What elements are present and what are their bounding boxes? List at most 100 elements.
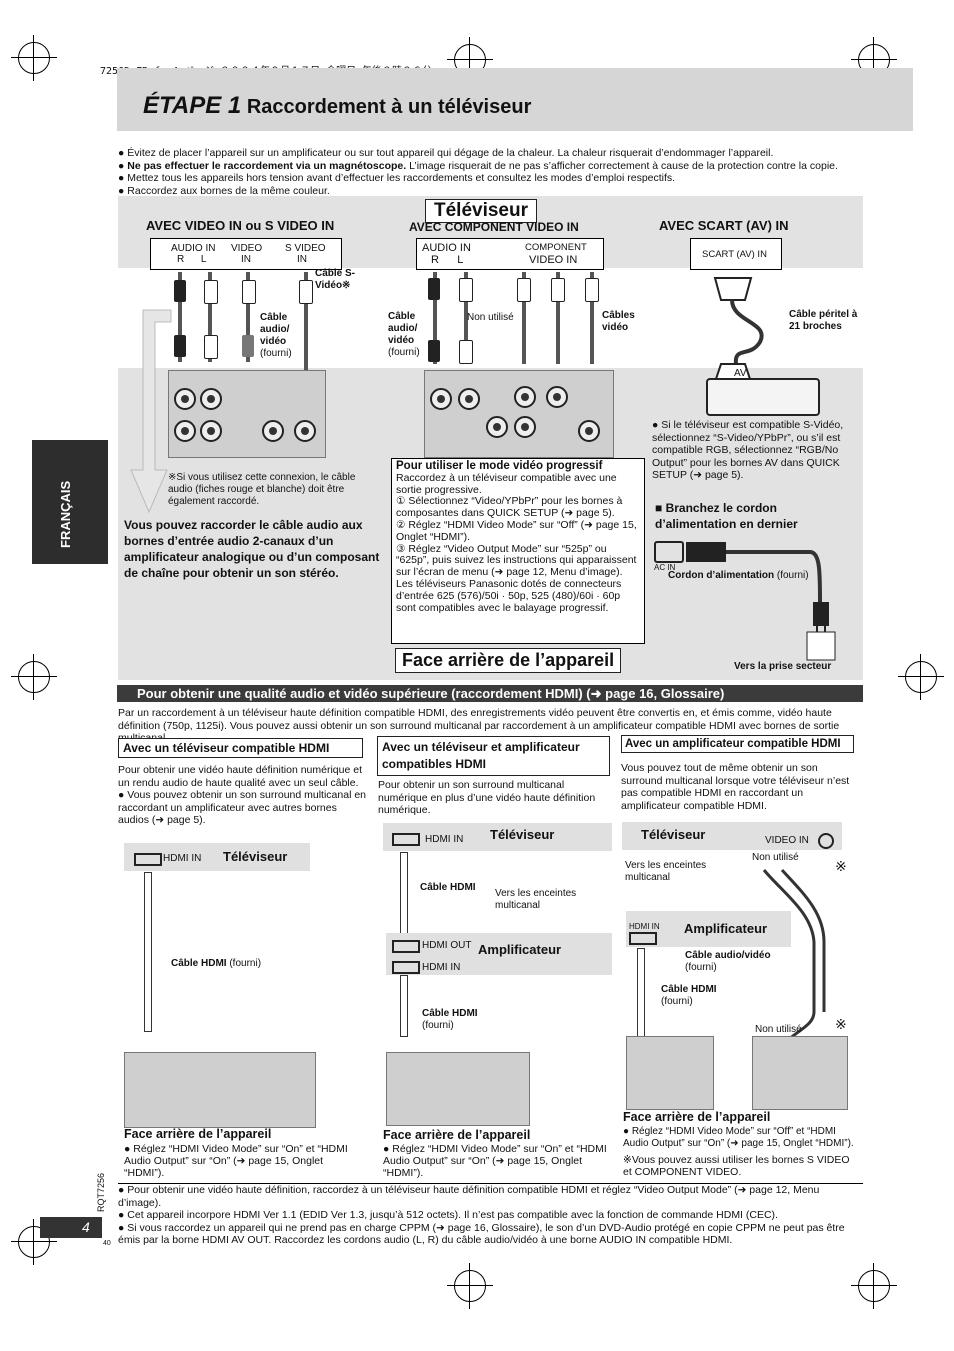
rear-panel-hdmi-2 — [386, 1052, 530, 1126]
cable-audio-white — [208, 272, 212, 362]
speakers-label: Vers les enceintes multicanal — [625, 860, 707, 883]
amp-label: Amplificateur — [684, 921, 768, 936]
hdmi-cable-label: Câble HDMI (fourni) — [171, 958, 262, 969]
hdmi-port-icon — [134, 853, 162, 866]
av-cable-label-2: Câble audio/ vidéo(fourni) — [388, 311, 420, 358]
hdmi-col2-title: Avec un téléviseur et amplificateur comp… — [377, 736, 610, 776]
cable-component-pr — [590, 272, 594, 364]
rear-note: ● Réglez “HDMI Video Mode” sur “On” et “… — [124, 1143, 348, 1179]
plug — [459, 340, 473, 364]
power-cord-label: Cordon d’alimentation (fourni) — [668, 570, 809, 581]
progressive-box: Pour utiliser le mode vidéo progressif R… — [391, 458, 645, 644]
scart-note: ● Si le téléviseur est compatible S-Vidé… — [652, 419, 844, 481]
col3-title: AVEC SCART (AV) IN — [659, 218, 789, 233]
cable-component-y — [522, 272, 526, 364]
hdmi-out-label: HDMI OUT — [422, 940, 472, 951]
hdmi-col3-tv-box — [622, 822, 842, 850]
col2-title: AVEC COMPONENT VIDEO IN — [409, 220, 579, 234]
stereo-note: Vous pouvez raccorder le câble audio aux… — [124, 518, 380, 580]
outlet-label: Vers la prise secteur — [734, 661, 832, 672]
hdmi-cable — [400, 852, 408, 938]
progressive-step: ② Réglez “HDMI Video Mode” sur “Off” (➜ … — [396, 518, 637, 543]
hdmi-port-icon — [629, 932, 657, 945]
progressive-intro: Raccordez à un téléviseur compatible ave… — [396, 471, 617, 496]
video-in-label: IN — [241, 254, 251, 265]
jack — [578, 420, 600, 442]
power-title: ■ Branchez le cordon d’alimentation en d… — [655, 501, 798, 531]
hdmi-port-icon — [392, 940, 420, 953]
amp-label: Amplificateur — [478, 942, 562, 957]
registration-mark-mid-right — [898, 654, 944, 700]
jack — [262, 420, 284, 442]
language-tab: FRANÇAIS — [32, 440, 108, 564]
hdmi-in-label: HDMI IN — [629, 922, 660, 931]
rear-panel-left — [168, 370, 326, 458]
scart-jack-panel: SCART (AV) IN — [690, 238, 782, 270]
registration-mark-top-left — [11, 35, 57, 81]
plug-white-bottom — [204, 335, 218, 359]
scart-in-label: SCART (AV) IN — [702, 249, 767, 260]
tv-label: Téléviseur — [490, 827, 555, 842]
col2-jack-panel: AUDIO IN R L COMPONENT VIDEO IN — [416, 238, 604, 270]
cable-video-yellow — [246, 272, 250, 362]
page-title: ÉTAPE 1 Raccordement à un téléviseur — [143, 92, 531, 120]
hdmi-cable — [144, 872, 152, 1032]
tv-label: Téléviseur — [223, 849, 288, 864]
unused-label: Non utilisé — [467, 312, 514, 323]
rear-label: Face arrière de l’appareil — [395, 648, 622, 673]
doc-code: RQT7256 — [96, 1172, 106, 1212]
intro-bullet: ● Raccordez aux bornes de la même couleu… — [118, 184, 330, 197]
footer-rule — [118, 1183, 863, 1184]
registration-mark-bottom-left — [11, 1219, 57, 1265]
video-cables-label: Câbles vidéo — [602, 310, 635, 333]
plug-svideo — [299, 280, 313, 304]
rear-panel-hdmi-3a — [626, 1036, 714, 1110]
jack — [174, 388, 196, 410]
scart-socket — [706, 378, 820, 416]
plug — [551, 278, 565, 302]
hdmi-cable — [637, 948, 645, 1038]
registration-mark-mid-left — [11, 654, 57, 700]
reference-mark: ※ — [835, 1016, 847, 1032]
audio-in-label: AUDIO IN — [422, 242, 471, 254]
tv-label: Téléviseur — [641, 827, 706, 842]
audio-in-label: AUDIO IN — [171, 243, 216, 254]
jack — [546, 386, 568, 408]
progressive-step: ① Sélectionnez “Video/YPbPr” pour les bo… — [396, 495, 623, 520]
cable-audio-red — [433, 272, 437, 364]
footer-bullet: ● Pour obtenir une vidéo haute définitio… — [118, 1184, 820, 1209]
title-step: ÉTAPE 1 — [143, 92, 242, 119]
svideo-in-label: IN — [297, 254, 307, 265]
page-number-box — [40, 1217, 102, 1238]
hdmi-in-label: HDMI IN — [163, 853, 202, 864]
hdmi-col2-amp-box — [386, 933, 612, 975]
col1-jack-panel: AUDIO IN R L VIDEO IN S VIDEO IN — [150, 238, 342, 270]
progressive-footer: Les téléviseurs Panasonic dotés de conne… — [396, 577, 622, 614]
plug-white — [204, 280, 218, 304]
plug-yellow-bottom — [242, 335, 254, 357]
plug — [428, 278, 440, 300]
plug-yellow — [242, 280, 256, 304]
plug — [585, 278, 599, 302]
rear-panel-hdmi-1 — [124, 1052, 316, 1128]
cable-svideo — [304, 272, 308, 392]
svideo-note: ※Si vous utilisez cette connexion, le câ… — [168, 472, 356, 507]
jack — [430, 388, 452, 410]
hdmi-port-icon — [392, 833, 420, 846]
footer-bullet: ● Cet appareil incorpore HDMI Ver 1.1 (E… — [118, 1209, 778, 1221]
hdmi-port-icon — [392, 961, 420, 974]
speakers-label: Vers les enceintes multicanal — [495, 888, 577, 911]
jack — [458, 388, 480, 410]
rear-label: Face arrière de l’appareil — [124, 1127, 272, 1141]
rear-label: Face arrière de l’appareil — [383, 1128, 531, 1142]
video-in-label: VIDEO IN — [765, 835, 809, 846]
hdmi-cable-label: Câble HDMI(fourni) — [661, 984, 717, 1007]
unused-label-2: Non utilisé — [755, 1024, 802, 1035]
registration-mark-bottom-right — [851, 1263, 897, 1309]
col1-title: AVEC VIDEO IN ou S VIDEO IN — [146, 218, 335, 233]
rear-label: Face arrière de l’appareil — [623, 1110, 771, 1124]
hdmi-col1-title: Avec un téléviseur compatible HDMI — [118, 738, 363, 758]
hdmi-cable-label-2: Câble HDMI(fourni) — [422, 1008, 478, 1031]
jack — [486, 416, 508, 438]
footer-bullet: ● Si vous raccordez un appareil qui ne p… — [118, 1221, 845, 1247]
